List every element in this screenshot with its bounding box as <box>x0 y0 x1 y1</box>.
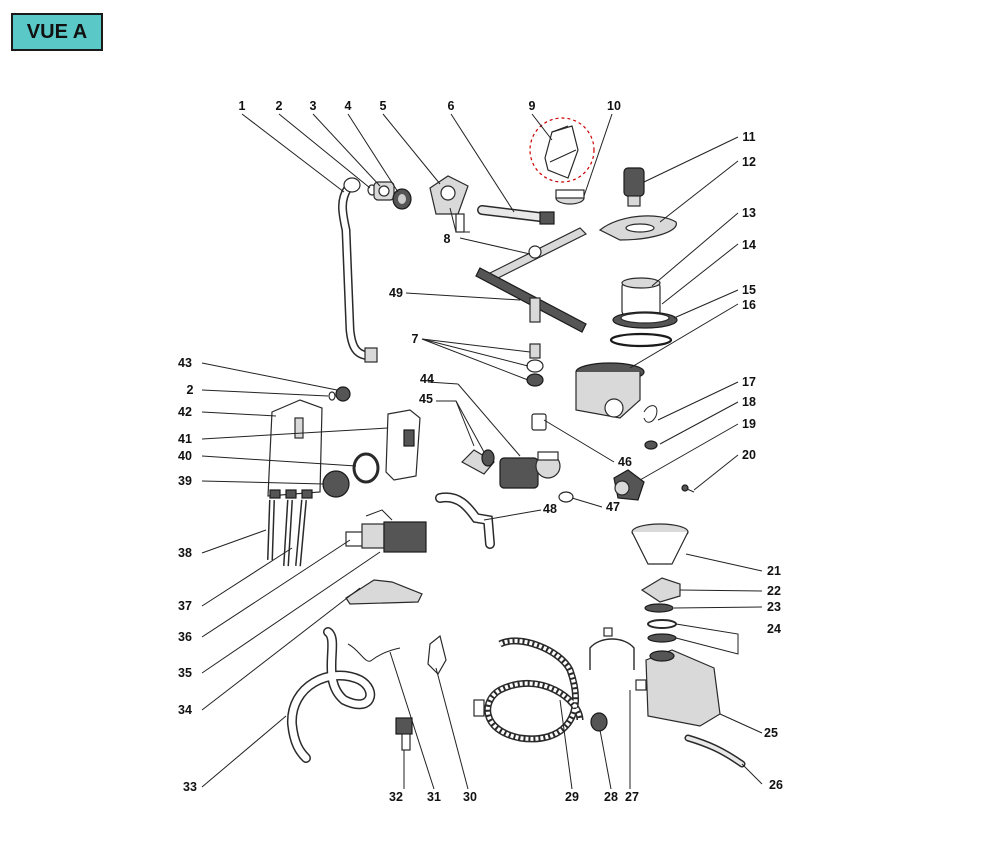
callout-45: 45 <box>419 392 433 406</box>
callout-36: 36 <box>178 630 192 644</box>
part-25-softener <box>635 649 721 727</box>
part-36-inlet-valve <box>345 509 427 553</box>
part-29-inlet-hose <box>473 637 584 743</box>
callout-7: 7 <box>412 332 419 346</box>
part-6-tube <box>477 205 555 225</box>
callout-2: 2 <box>276 99 283 113</box>
part-3-flange <box>373 181 395 201</box>
part-43-seal <box>335 386 351 402</box>
callout-46: 46 <box>618 455 632 469</box>
part-30-clip <box>427 634 447 675</box>
leader-lines <box>201 113 763 790</box>
part-8-upper-spray-arm <box>486 227 588 281</box>
part-11-filter <box>623 167 645 207</box>
part-39-disc <box>322 470 350 498</box>
callout-5: 5 <box>380 99 387 113</box>
part-20-screw <box>681 484 695 493</box>
part-24-rings <box>647 619 677 643</box>
part-38-hoses <box>267 499 307 567</box>
part-19-drain-pump <box>613 469 645 501</box>
callout-labels: 1 2 3 4 5 6 7 8 9 10 11 12 13 14 15 16 1… <box>178 99 783 804</box>
callout-27: 27 <box>625 790 639 804</box>
callout-13: 13 <box>742 206 756 220</box>
callout-1: 1 <box>239 99 246 113</box>
part-21-funnel <box>631 523 689 565</box>
part-18-spring <box>644 440 658 450</box>
part-47-clamp <box>558 491 574 503</box>
callout-35: 35 <box>178 666 192 680</box>
callout-37: 37 <box>178 599 192 613</box>
callout-17: 17 <box>742 375 756 389</box>
callout-9: 9 <box>529 99 536 113</box>
part-35-bracket <box>345 579 423 605</box>
part-42-tank <box>267 399 323 499</box>
callout-14: 14 <box>742 238 756 252</box>
callout-8: 8 <box>444 232 451 246</box>
callout-38: 38 <box>178 546 192 560</box>
callout-31: 31 <box>427 790 441 804</box>
callout-10: 10 <box>607 99 621 113</box>
callout-26: 26 <box>769 778 783 792</box>
part-49-lower-spray-arm <box>475 267 587 333</box>
view-title-badge: VUE A <box>11 13 103 51</box>
callout-12: 12 <box>742 155 756 169</box>
callout-21: 21 <box>767 564 781 578</box>
callout-30: 30 <box>463 790 477 804</box>
part-7-bearings <box>526 343 544 387</box>
part-41-module <box>385 409 421 481</box>
callout-18: 18 <box>742 395 756 409</box>
callout-48: 48 <box>543 502 557 516</box>
part-32-valve <box>395 717 413 751</box>
part-12-plate <box>598 215 677 241</box>
callout-32: 32 <box>389 790 403 804</box>
part-5-valve <box>429 175 470 233</box>
callout-11: 11 <box>742 130 755 144</box>
part-2b-ring <box>328 391 336 401</box>
part-23-washer <box>644 603 674 613</box>
callout-44: 44 <box>420 372 434 386</box>
part-16-gasket <box>609 332 673 348</box>
callout-40: 40 <box>178 449 192 463</box>
callout-28: 28 <box>604 790 618 804</box>
callout-23: 23 <box>767 600 781 614</box>
callout-15: 15 <box>742 283 756 297</box>
callout-43: 43 <box>178 356 192 370</box>
part-46-coupling <box>531 413 547 431</box>
callout-29: 29 <box>565 790 579 804</box>
part-33-drain-hose <box>286 627 376 763</box>
part-28-nut <box>590 712 608 732</box>
part-22-plate <box>640 577 681 603</box>
callout-19: 19 <box>742 417 756 431</box>
callout-2b: 2 <box>187 383 194 397</box>
part-44-circulation-pump <box>499 451 561 489</box>
part-1-hose <box>338 177 378 363</box>
callout-47: 47 <box>606 500 620 514</box>
part-10-cap <box>555 189 585 205</box>
part-17-clip <box>643 405 658 423</box>
callout-39: 39 <box>178 474 192 488</box>
part-31-wire <box>347 643 401 662</box>
callout-25: 25 <box>764 726 778 740</box>
part-9-clip <box>544 125 579 179</box>
part-sump <box>575 362 645 419</box>
callout-6: 6 <box>448 99 455 113</box>
callout-49: 49 <box>389 286 403 300</box>
part-27-arch <box>589 638 635 670</box>
part-9-detail-circle <box>529 117 595 183</box>
callout-3: 3 <box>310 99 317 113</box>
part-40-ring <box>352 452 380 484</box>
callout-20: 20 <box>742 448 756 462</box>
callout-4: 4 <box>345 99 352 113</box>
callout-42: 42 <box>178 405 192 419</box>
part-45-elbow <box>461 449 495 475</box>
callout-24: 24 <box>767 622 781 636</box>
callout-16: 16 <box>742 298 756 312</box>
callout-41: 41 <box>178 432 192 446</box>
callout-22: 22 <box>767 584 781 598</box>
part-15-filter-ring <box>612 311 678 329</box>
callout-34: 34 <box>178 703 192 717</box>
part-4-nut <box>392 188 412 210</box>
callout-33: 33 <box>183 780 197 794</box>
